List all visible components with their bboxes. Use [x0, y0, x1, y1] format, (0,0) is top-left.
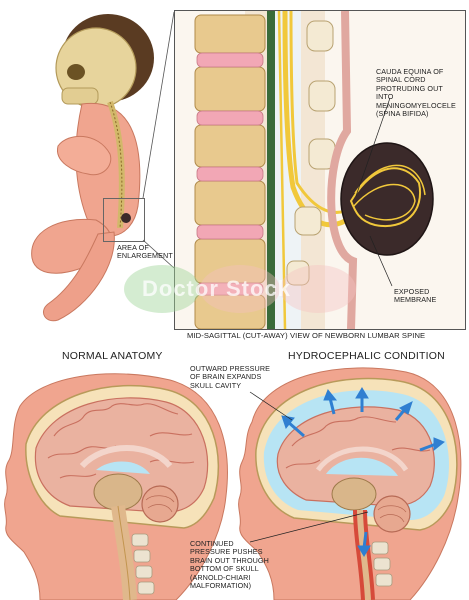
exposed-membrane-label: EXPOSED MEMBRANE [394, 287, 437, 305]
continued-pressure-label: CONTINUED PRESSURE PUSHES BRAIN OUT THRO… [190, 539, 269, 591]
normal-head-illustration [0, 366, 235, 600]
connector-lines [142, 11, 175, 269]
watermark-logo: Doctor Stock [122, 262, 358, 316]
hydrocephalic-heading: HYDROCEPHALIC CONDITION [288, 350, 445, 362]
cauda-equina-label: CAUDA EQUINA OF SPINAL CORD PROTRUDING O… [376, 67, 456, 119]
outward-pressure-pointer [249, 391, 293, 421]
newborn-illustration [18, 6, 178, 326]
enlargement-box [103, 198, 145, 242]
normal-anatomy-heading: NORMAL ANATOMY [62, 350, 163, 362]
mid-sagittal-caption: MID-SAGITTAL (CUT-AWAY) VIEW OF NEWBORN … [187, 331, 426, 340]
continued-pressure-pointer [249, 511, 369, 543]
spine-cross-section [174, 10, 466, 330]
watermark-text: Doctor Stock [142, 276, 291, 301]
outward-pressure-label: OUTWARD PRESSURE OF BRAIN EXPANDS SKULL … [190, 364, 271, 390]
area-of-enlargement-label: AREA OF ENLARGEMENT [117, 243, 173, 261]
hydrocephalic-head-illustration [234, 362, 469, 600]
annotation-pointers [355, 97, 393, 287]
